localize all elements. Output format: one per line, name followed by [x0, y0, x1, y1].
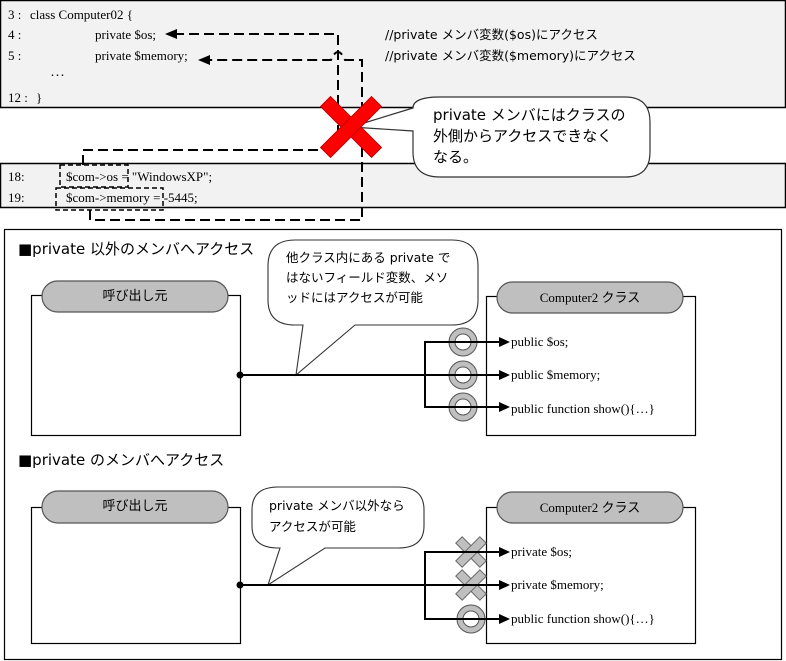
code-panel-class — [0, 0, 786, 109]
blocked-x-icon — [319, 95, 383, 159]
section-title: ■private 以外のメンバへアクセス — [18, 240, 255, 258]
callout-bubble-2 — [251, 486, 425, 587]
callout-text: 外側からアクセスできなく — [433, 127, 613, 145]
call-origin-dot-1 — [236, 371, 244, 379]
member-text: private $os; — [511, 544, 573, 559]
arrowhead-memory — [198, 55, 210, 65]
code-line: $com->memory = -5445; — [66, 190, 198, 205]
highlight-box-os — [59, 164, 129, 188]
member-text: private $memory; — [511, 577, 604, 592]
code-line: } — [36, 90, 43, 105]
code-panel-usage — [0, 162, 786, 209]
callout-text: はないフィールド変数、メソ — [286, 270, 449, 285]
line-number: 5 : — [8, 48, 22, 63]
member-text: public function show(){…} — [511, 611, 655, 626]
callout-text: ッドにはアクセスが可能 — [286, 290, 423, 305]
code-line: $com->os = "WindowsXP"; — [66, 169, 213, 184]
line-number: 3 : — [8, 7, 22, 22]
code-line: private $memory; — [95, 48, 188, 63]
callout-text: private メンバにはクラスの — [433, 106, 626, 124]
caller-box-1 — [30, 294, 242, 437]
callout-bubble-1 — [267, 239, 479, 377]
class-box-2 — [485, 506, 697, 645]
callout-text: 他クラス内にある private で — [286, 250, 451, 265]
callout-text: private メンバ以外なら — [269, 498, 405, 513]
section-title: ■private のメンバへアクセス — [18, 451, 225, 469]
member-text: public $os; — [511, 334, 569, 349]
arrowhead-2-3 — [499, 614, 510, 624]
callout-bubble-private — [350, 96, 651, 178]
class-pill-1 — [496, 281, 684, 314]
code-ellipsis: ･･･ — [50, 71, 65, 82]
caller-label: 呼び出し元 — [102, 499, 168, 514]
caller-box-2 — [30, 506, 242, 645]
line-number: 18: — [8, 169, 25, 184]
arrowhead-1-1 — [499, 337, 510, 347]
line-number: 12 : — [8, 90, 28, 105]
callout-text: アクセスが可能 — [269, 519, 356, 534]
caller-pill-1 — [41, 280, 229, 313]
class-box-1 — [485, 295, 697, 437]
class-label: Computer2 クラス — [539, 500, 641, 515]
code-comment: //private メンバ変数($os)にアクセス — [385, 27, 598, 42]
member-text: public $memory; — [511, 367, 601, 382]
caller-pill-2 — [41, 490, 229, 524]
arrowhead-2-2 — [499, 580, 510, 590]
member-text: public function show(){…} — [511, 401, 655, 416]
code-line: class Computer02 { — [30, 7, 134, 22]
callout-text: なる。 — [433, 148, 479, 166]
caller-label: 呼び出し元 — [102, 289, 168, 304]
code-comment: //private メンバ変数($memory)にアクセス — [385, 48, 636, 63]
line-number: 19: — [8, 190, 25, 205]
line-number: 4 : — [8, 27, 22, 42]
code-line: private $os; — [95, 27, 157, 42]
arrowhead-os — [165, 29, 177, 39]
arrowhead-1-3 — [499, 402, 510, 412]
class-pill-2 — [496, 491, 684, 524]
arrowhead-2-1 — [499, 547, 510, 557]
arrowhead-1-2 — [499, 370, 510, 380]
class-label: Computer2 クラス — [539, 290, 641, 305]
call-origin-dot-2 — [236, 581, 244, 589]
